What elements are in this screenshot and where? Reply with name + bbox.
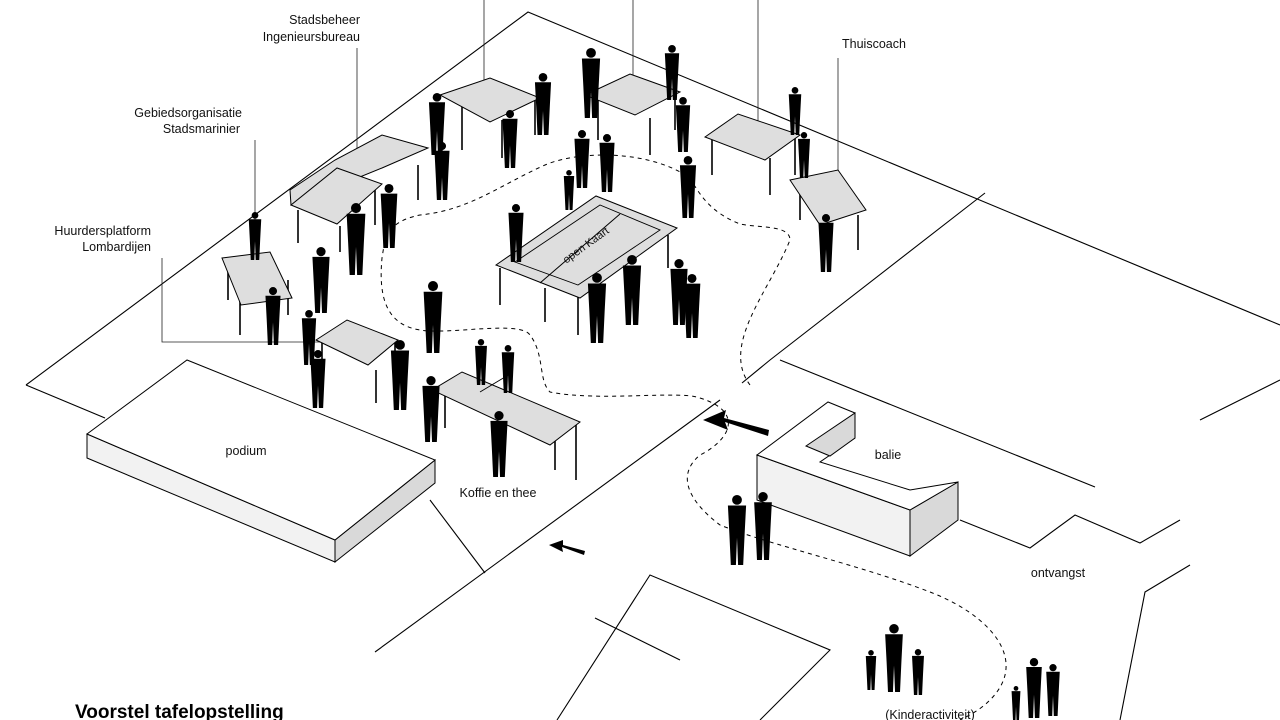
person-silhouette [679, 156, 697, 218]
table-right [703, 113, 802, 195]
person-silhouette [475, 339, 487, 385]
balie-block [755, 401, 959, 557]
entry-arrows [549, 410, 769, 555]
person-silhouette [675, 97, 691, 152]
label-stadsbeheer: Stadsbeheer [289, 13, 360, 27]
label-thuiscoach: Thuiscoach [842, 37, 906, 51]
person-silhouette [501, 345, 515, 393]
person-silhouette [390, 340, 410, 410]
diagram-title: Voorstel tafelopstelling [75, 702, 284, 720]
person-silhouette [534, 73, 552, 135]
person-silhouette [599, 134, 615, 192]
label-huurdersplatform: Huurdersplatform [54, 224, 151, 238]
label-gebiedsorganisatie: Gebiedsorganisatie [134, 106, 242, 120]
table-koffie [430, 371, 581, 480]
label-ingenieursbureau: Ingenieursbureau [263, 30, 360, 44]
person-silhouette [422, 376, 440, 442]
label-kinderactiviteit: (Kinderactiviteit) [885, 708, 975, 720]
table-top-right [583, 73, 682, 155]
table-open-kaart [494, 195, 679, 335]
person-silhouette [622, 255, 642, 325]
person-silhouette [798, 132, 810, 178]
person-silhouette [885, 624, 903, 692]
person-silhouette [490, 411, 508, 477]
people-silhouettes [248, 45, 1060, 720]
arrow-small-icon [549, 540, 585, 555]
person-silhouette [574, 130, 590, 188]
person-silhouette [912, 649, 924, 695]
person-silhouette [587, 273, 607, 343]
person-silhouette [265, 287, 281, 345]
label-podium: podium [226, 444, 267, 458]
person-silhouette [1026, 658, 1042, 718]
person-silhouette [727, 495, 747, 565]
label-ontvangst: ontvangst [1031, 566, 1086, 580]
visitor-route [380, 154, 1007, 720]
person-silhouette [248, 212, 262, 260]
leader-lines [161, 0, 839, 343]
person-silhouette [508, 204, 524, 262]
label-lombardijen: Lombardijen [82, 240, 151, 254]
person-silhouette [865, 650, 877, 690]
person-silhouette [818, 214, 834, 272]
person-silhouette [683, 274, 701, 338]
podium-block [86, 359, 436, 564]
table-thuiscoach [789, 169, 867, 250]
table-top-middle [438, 77, 542, 158]
label-balie: balie [875, 448, 901, 462]
person-silhouette [1046, 664, 1060, 716]
person-silhouette [670, 259, 688, 325]
person-silhouette [581, 48, 601, 118]
person-silhouette [423, 281, 443, 353]
label-koffie-en-thee: Koffie en thee [460, 486, 537, 500]
room-walls [25, 11, 1280, 720]
person-silhouette [380, 184, 398, 248]
person-silhouette [502, 110, 518, 168]
person-silhouette [1011, 686, 1021, 720]
person-silhouette [428, 93, 446, 155]
text-labels: Stadsbeheer Ingenieursbureau Gebiedsorga… [54, 13, 1085, 720]
table-gebiedsorganisatie [221, 251, 293, 335]
person-silhouette [434, 142, 450, 200]
person-silhouette [754, 492, 772, 560]
person-silhouette [346, 203, 366, 275]
table-stadsbeheer [289, 134, 430, 252]
person-silhouette [788, 87, 802, 135]
arrow-large-icon [703, 410, 769, 436]
person-silhouette [310, 350, 326, 408]
person-silhouette [563, 170, 575, 210]
person-silhouette [301, 310, 317, 365]
table-huurdersplatform [314, 319, 399, 403]
label-stadsmarinier: Stadsmarinier [163, 122, 240, 136]
person-silhouette [312, 247, 330, 313]
person-silhouette [664, 45, 680, 100]
